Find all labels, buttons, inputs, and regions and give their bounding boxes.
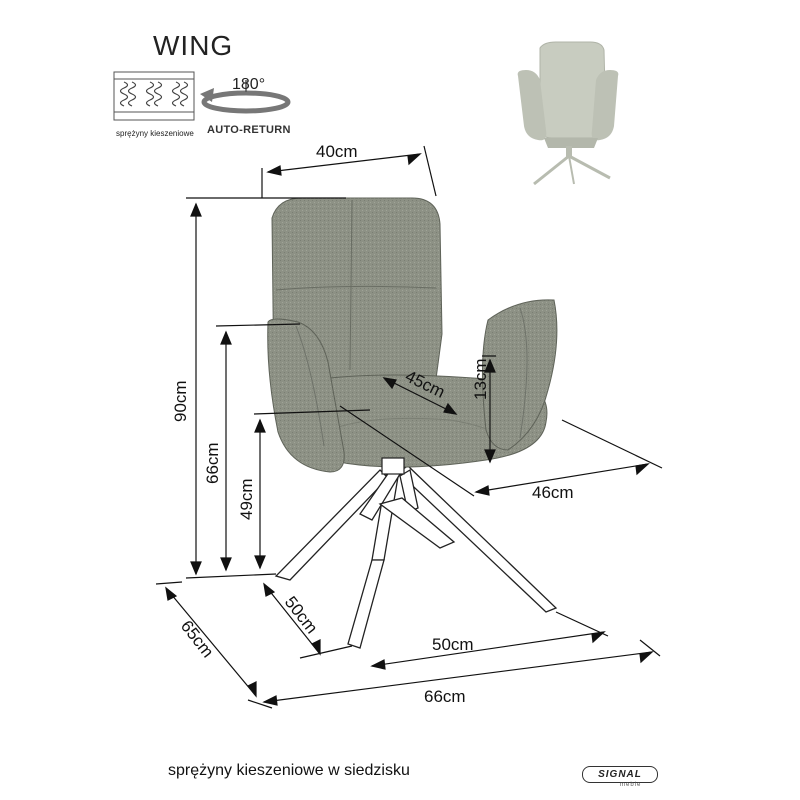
rotation-degrees: 180° <box>232 76 266 93</box>
chair-legs <box>274 464 558 649</box>
brand-logo: SIGNAL <box>582 766 658 783</box>
chair-leg-left <box>274 469 389 581</box>
auto-return-label: AUTO-RETURN <box>207 124 291 136</box>
chair-armrest-left <box>267 318 345 473</box>
back-view-thumbnail <box>517 41 619 186</box>
dim-back-width: 40cm <box>316 142 358 161</box>
rotation-icon <box>200 80 291 114</box>
pocket-springs-icon <box>113 71 195 121</box>
chair-armrest-right <box>481 299 558 451</box>
dim-total-height: 90cm <box>171 380 190 422</box>
brand-subtitle: meble <box>620 782 642 788</box>
chair-leg-right <box>396 465 558 613</box>
dim-seat-width: 46cm <box>532 483 574 502</box>
footer-caption: sprężyny kieszeniowe w siedzisku <box>168 762 410 779</box>
dim-armrest-above-seat: 13cm <box>471 358 490 400</box>
dim-armrest-height: 66cm <box>203 442 222 484</box>
dim-base-width: 50cm <box>432 635 474 654</box>
dim-total-depth: 65cm <box>177 617 218 661</box>
springs-label: sprężyny kieszeniowe <box>116 129 194 138</box>
product-title: WING <box>153 30 234 61</box>
dim-seat-height: 49cm <box>237 478 256 520</box>
chair-leg-back <box>378 497 456 549</box>
dim-total-width: 66cm <box>424 687 466 706</box>
